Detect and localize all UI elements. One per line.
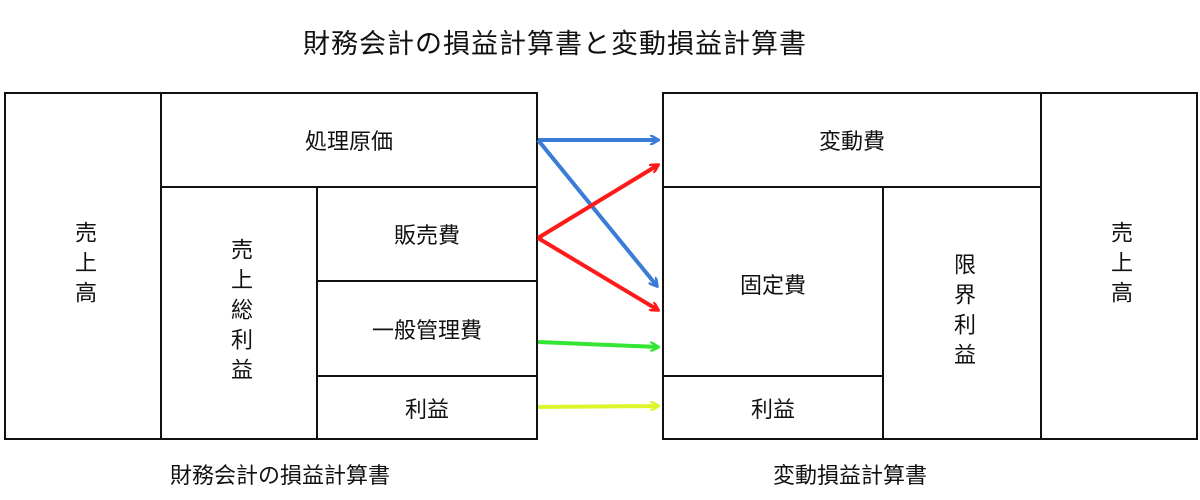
- diagram-title: 財務会計の損益計算書と変動損益計算書: [303, 29, 807, 60]
- left-profit-box: 利益: [316, 375, 538, 440]
- right-sales-label: 売上高: [1107, 221, 1132, 311]
- arrow-general-admin-to-fixed-costs: [537, 340, 658, 347]
- arrow-selling-expenses-to-variable-costs: [536, 165, 658, 240]
- right-caption: 変動損益計算書: [772, 464, 927, 489]
- arrow-profit-to-profit: [537, 406, 658, 407]
- cost-of-sales-label: 処理原価: [304, 130, 393, 155]
- cost-of-sales-box: 処理原価: [160, 92, 538, 188]
- right-sales-box: 売上高: [1040, 92, 1198, 440]
- fixed-costs-box: 固定費: [662, 186, 884, 377]
- general-admin-expenses-label: 一般管理費: [371, 318, 482, 344]
- left-sales-box: 売上高: [4, 92, 162, 440]
- arrow-selling-expenses-to-fixed-costs: [536, 236, 658, 310]
- right-profit-label: 利益: [750, 397, 795, 423]
- right-profit-box: 利益: [662, 375, 884, 440]
- selling-expenses-label: 販売費: [393, 224, 460, 249]
- left-profit-label: 利益: [404, 397, 449, 423]
- marginal-profit-label: 限界利益: [950, 253, 975, 373]
- variable-costs-label: 変動費: [818, 130, 885, 155]
- left-caption: 財務会計の損益計算書: [169, 464, 390, 489]
- general-admin-expenses-box: 一般管理費: [316, 280, 538, 377]
- arrow-cost-of-sales-to-fixed-costs: [536, 138, 657, 286]
- gross-profit-box: 売上総利益: [160, 186, 318, 440]
- left-sales-label: 売上高: [71, 221, 96, 311]
- gross-profit-label: 売上総利益: [227, 238, 252, 388]
- fixed-costs-label: 固定費: [739, 274, 806, 299]
